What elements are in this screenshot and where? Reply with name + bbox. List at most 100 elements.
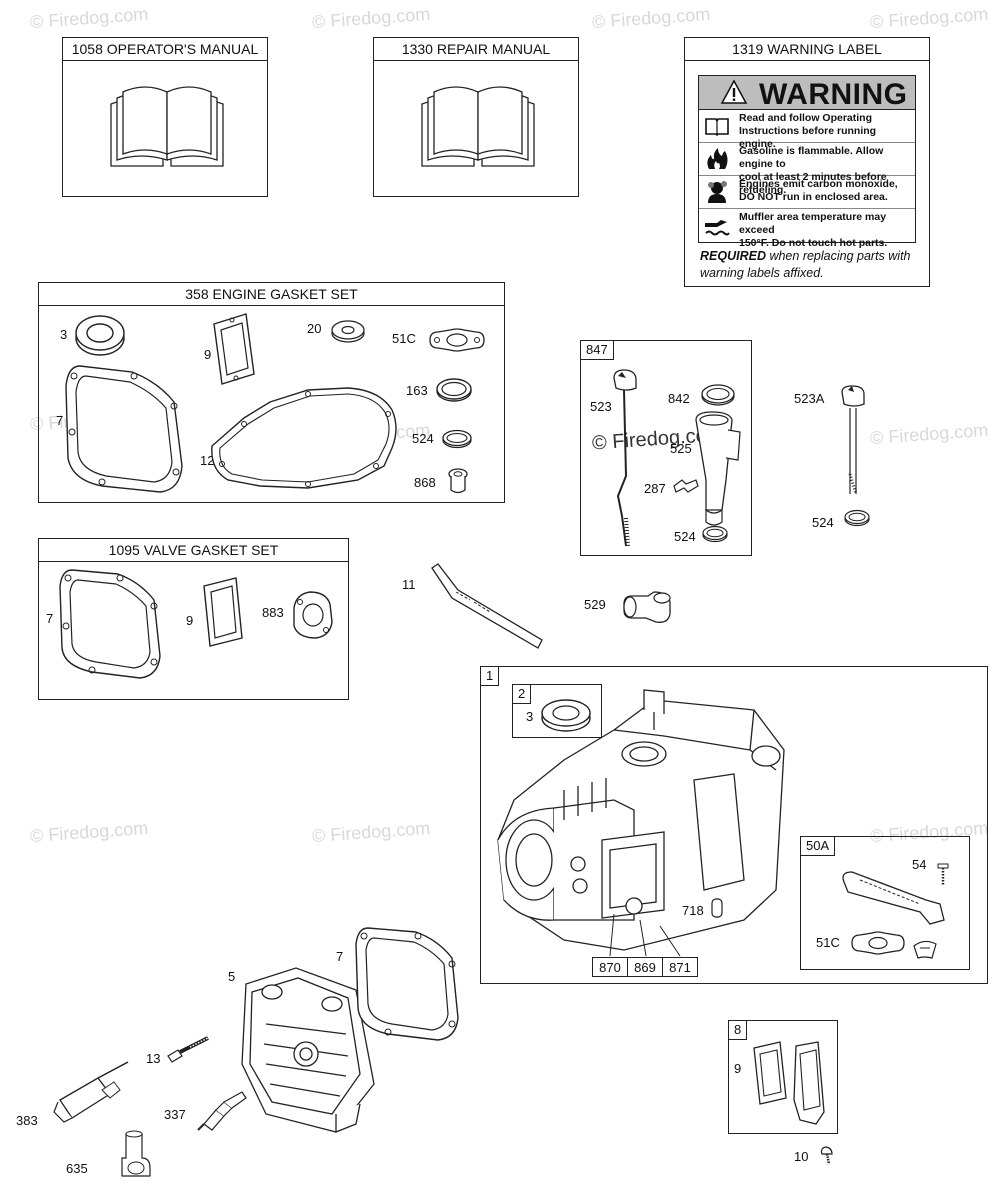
- watermark: © Firedog.com: [591, 3, 711, 33]
- warning-text: Engines emit carbon monoxide,: [739, 178, 898, 190]
- part-label: 7: [56, 413, 64, 428]
- part-label: 13: [146, 1051, 161, 1066]
- valve-gasket-set-title: 1095 VALVE GASKET SET: [39, 539, 348, 562]
- terminal-elbow-icon: [121, 1130, 151, 1177]
- exhaust-gasket-icon: [293, 591, 333, 639]
- part-label: 529: [584, 597, 606, 612]
- warning-text: Read and follow Operating: [739, 112, 873, 124]
- kit-tag: 847: [581, 341, 614, 360]
- warning-text: Muffler area temperature may exceed: [739, 211, 887, 236]
- repair-manual-box[interactable]: 1330 REPAIR MANUAL: [373, 37, 579, 197]
- part-label: 523A: [794, 391, 825, 406]
- operators-manual-box[interactable]: 1058 OPERATOR'S MANUAL: [62, 37, 268, 197]
- part-label: 51C: [392, 331, 416, 346]
- warning-header: WARNING: [699, 76, 915, 111]
- book-icon: [421, 86, 535, 167]
- fumes-icon: [708, 181, 727, 203]
- air-deflector-icon: [793, 1041, 825, 1125]
- required-bold: REQUIRED: [700, 249, 766, 263]
- dipstick-kit-box[interactable]: 847: [580, 340, 752, 556]
- part-label: 9: [186, 613, 194, 628]
- repair-manual-title: 1330 REPAIR MANUAL: [374, 38, 578, 61]
- leader-lines: [609, 913, 681, 957]
- warning-heading: WARNING: [759, 78, 908, 111]
- part-label: 718: [682, 903, 704, 918]
- seal-sub-box[interactable]: 2: [512, 684, 602, 738]
- operators-manual-title: 1058 OPERATOR'S MANUAL: [63, 38, 267, 61]
- o-ring-icon: [844, 509, 870, 527]
- part-number-box: 871: [662, 957, 698, 977]
- part-label: 383: [16, 1113, 38, 1128]
- kit-tag: 50A: [801, 837, 836, 856]
- book-icon: [110, 86, 224, 167]
- head-gasket-icon: [65, 365, 183, 493]
- engine-block-icon: [497, 689, 785, 951]
- engine-gasket-set-title: 358 ENGINE GASKET SET: [39, 283, 504, 306]
- breather-tube-icon: [842, 871, 945, 925]
- o-ring-icon: [442, 429, 472, 449]
- exhaust-gasket-icon: [851, 931, 905, 955]
- oil-seal-icon: [75, 315, 125, 356]
- part-label: 3: [60, 327, 68, 342]
- part-label: 11: [402, 577, 416, 592]
- warning-text: 150°F. Do not touch hot parts.: [739, 237, 888, 249]
- cylinder-assembly-box[interactable]: 1: [480, 666, 988, 984]
- required-note: REQUIRED when replacing parts with warni…: [700, 248, 920, 282]
- book-icon: [705, 118, 729, 137]
- part-label: 524: [412, 431, 434, 446]
- head-gasket-icon: [355, 927, 459, 1041]
- watermark: © Firedog.com: [311, 3, 431, 33]
- engine-gasket-set-box[interactable]: 358 ENGINE GASKET SET: [38, 282, 505, 503]
- screw-icon: [820, 1146, 833, 1165]
- watermark: © Firedog.com: [869, 419, 989, 449]
- breather-tube-icon: [431, 563, 543, 649]
- warning-label-box[interactable]: 1319 WARNING LABEL: [684, 37, 930, 287]
- gasket-kit-box[interactable]: 8: [728, 1020, 838, 1134]
- part-label: 635: [66, 1161, 88, 1176]
- part-number-box: 870: [592, 957, 628, 977]
- grommet-icon: [448, 468, 468, 494]
- part-label: 842: [668, 391, 690, 406]
- spark-plug-boot-icon: [53, 1061, 129, 1123]
- watermark: © Firedog.com: [311, 817, 431, 847]
- part-label: 524: [812, 515, 834, 530]
- crankcase-gasket-icon: [211, 387, 397, 489]
- part-number-box: 869: [627, 957, 663, 977]
- alert-triangle-icon: [720, 79, 748, 104]
- part-label: 868: [414, 475, 436, 490]
- bolt-icon: [167, 1036, 209, 1063]
- warning-text: Instructions before running engine.: [739, 125, 877, 150]
- part-label: 163: [406, 383, 428, 398]
- part-label: 7: [46, 611, 54, 626]
- part-label: 525: [670, 441, 692, 456]
- breather-kit-box[interactable]: 50A: [800, 836, 970, 970]
- part-label: 883: [262, 605, 284, 620]
- required-text: when replacing parts with warning labels…: [700, 249, 911, 280]
- watermark: © Firedog.com: [29, 817, 149, 847]
- elbow-fitting-icon: [623, 591, 671, 623]
- flame-icon: [707, 148, 728, 169]
- watermark: © Firedog.com: [869, 3, 989, 33]
- warning-text: Gasoline is flammable. Allow engine to: [739, 145, 884, 170]
- o-ring-icon: [702, 525, 728, 543]
- valve-gasket-set-box[interactable]: 1095 VALVE GASKET SET: [38, 538, 349, 700]
- o-ring-icon: [436, 378, 472, 402]
- intake-gasket-icon: [753, 1041, 787, 1105]
- part-label: 9: [734, 1061, 742, 1076]
- spark-plug-icon: [197, 1091, 247, 1131]
- oil-seal-icon: [541, 699, 591, 732]
- part-label: 287: [644, 481, 666, 496]
- kit-tag: 2: [513, 685, 532, 704]
- valve-seal-icon: [331, 320, 365, 343]
- part-label: 51C: [816, 935, 840, 950]
- part-label: 7: [336, 949, 344, 964]
- dipstick-tube-icon: [695, 411, 741, 526]
- warning-text: cool at least 2 minutes before refueling…: [739, 171, 887, 196]
- dipstick-icon: [613, 369, 637, 547]
- part-label: 523: [590, 399, 612, 414]
- dipstick-icon: [841, 385, 865, 495]
